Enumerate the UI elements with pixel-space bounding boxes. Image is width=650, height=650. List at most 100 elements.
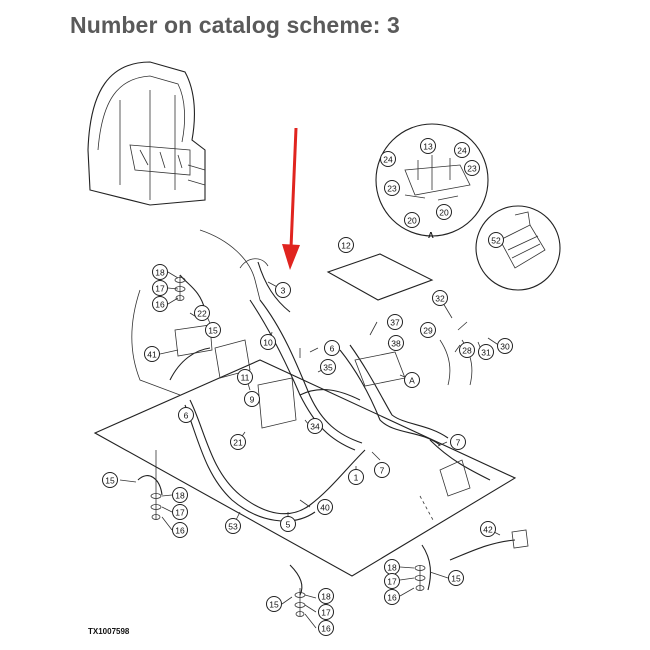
callout-circle (152, 280, 168, 296)
callout-label: 32 (435, 294, 445, 304)
callout-circle (260, 334, 276, 350)
callout-c16d: 16 (318, 620, 334, 636)
callout-label: 6 (330, 344, 335, 354)
callout-circle (380, 151, 396, 167)
callout-label: 1 (354, 473, 359, 483)
callout-label: 15 (105, 476, 115, 486)
callout-c3: 3 (275, 282, 291, 298)
callout-c29: 29 (420, 322, 436, 338)
hardware-stack-right (414, 565, 426, 591)
callout-circle (194, 305, 210, 321)
callout-label: 34 (310, 422, 320, 432)
callout-c20a: 20 (404, 212, 420, 228)
callout-circle (324, 340, 340, 356)
callout-c16c: 16 (384, 589, 400, 605)
callout-c24a: 24 (380, 151, 396, 167)
callout-c38: 38 (388, 335, 404, 351)
callout-circle (420, 138, 436, 154)
callout-circle (317, 499, 333, 515)
callout-circle (450, 434, 466, 450)
callout-c16a: 16 (152, 296, 168, 312)
callout-c23b: 23 (464, 160, 480, 176)
callout-c17c: 17 (384, 573, 400, 589)
callout-label: 38 (391, 339, 401, 349)
callout-circle (404, 212, 420, 228)
callout-label: 17 (387, 577, 397, 587)
callout-label: A (409, 376, 415, 386)
highlight-arrow-icon (282, 127, 300, 270)
callout-c17b: 17 (172, 504, 188, 520)
callout-label: 35 (323, 363, 333, 373)
callout-c7a: 7 (450, 434, 466, 450)
detail-a-label: A (428, 231, 434, 240)
callout-label: 17 (321, 608, 331, 618)
callout-circle (230, 434, 246, 450)
callout-circle (237, 369, 253, 385)
callout-label: 7 (380, 466, 385, 476)
callout-label: 12 (341, 241, 351, 251)
callout-circle (420, 322, 436, 338)
callout-c15a: 15 (205, 322, 221, 338)
callout-c1: 1 (348, 469, 364, 485)
callout-label: 15 (451, 574, 461, 584)
callout-circle (205, 322, 221, 338)
callout-circle (320, 359, 336, 375)
callout-label: 18 (321, 592, 331, 602)
callout-c42: 42 (480, 521, 496, 537)
callout-circle (478, 344, 494, 360)
callout-c32: 32 (432, 290, 448, 306)
callout-label: 3 (281, 286, 286, 296)
callout-label: 24 (457, 146, 467, 156)
callout-circle (172, 522, 188, 538)
callout-c21: 21 (230, 434, 246, 450)
callout-circle (384, 573, 400, 589)
callout-label: 37 (390, 318, 400, 328)
callout-circle (488, 232, 504, 248)
callout-c15d: 15 (266, 596, 282, 612)
callout-label: 13 (423, 142, 433, 152)
callout-circle (307, 418, 323, 434)
callout-c18d: 18 (318, 588, 334, 604)
callout-label: 6 (184, 411, 189, 421)
detail-a-view (375, 123, 489, 237)
callout-c22: 22 (194, 305, 210, 321)
callout-c37: 37 (387, 314, 403, 330)
callout-circle (497, 338, 513, 354)
callout-circle (280, 516, 296, 532)
callout-label: 16 (175, 526, 185, 536)
callout-c13: 13 (420, 138, 436, 154)
callout-circle (480, 521, 496, 537)
callout-circle (454, 142, 470, 158)
callout-c16b: 16 (172, 522, 188, 538)
callout-label: 18 (175, 491, 185, 501)
hardware-stack-left (150, 450, 162, 520)
callout-c53: 53 (225, 518, 241, 534)
callout-label: 30 (500, 342, 510, 352)
callout-circle (432, 290, 448, 306)
callout-circle (266, 596, 282, 612)
callout-label: 40 (320, 503, 330, 513)
callout-circle (388, 335, 404, 351)
callout-c5: 5 (280, 516, 296, 532)
callout-c6b: 6 (178, 407, 194, 423)
callout-label: 18 (155, 268, 165, 278)
callout-c24b: 24 (454, 142, 470, 158)
callout-c41: 41 (144, 346, 160, 362)
callout-label: 41 (147, 350, 157, 360)
callout-c18c: 18 (384, 559, 400, 575)
callout-label: 17 (175, 508, 185, 518)
callout-c20b: 20 (436, 204, 452, 220)
callout-circle (275, 282, 291, 298)
callout-label: 16 (321, 624, 331, 634)
callout-circle (384, 180, 400, 196)
callout-circle (338, 237, 354, 253)
callout-c52: 52 (488, 232, 504, 248)
reference-code: TX1007598 (88, 627, 130, 636)
callout-circle (318, 620, 334, 636)
callout-label: 16 (387, 593, 397, 603)
callout-circle (318, 604, 334, 620)
callout-label: 10 (263, 338, 273, 348)
callout-c28: 28 (459, 342, 475, 358)
